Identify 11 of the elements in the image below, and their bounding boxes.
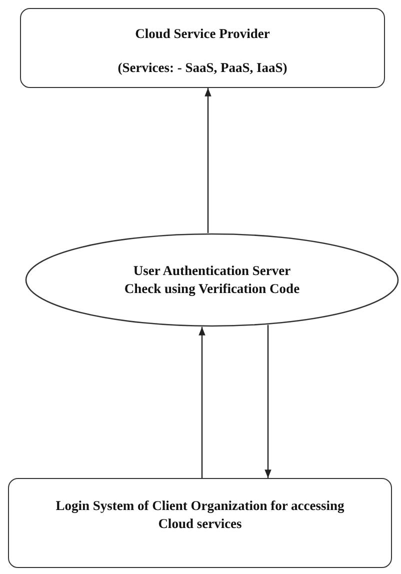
arrow <box>204 88 212 233</box>
node-label: Login System of Client Organization for accessing Cloud services <box>54 497 346 532</box>
node-label: User Authentication Server <box>133 262 291 280</box>
arrow <box>198 326 206 478</box>
process-box <box>8 478 392 568</box>
arrow <box>264 324 272 478</box>
node-label: Cloud Service Provider <box>135 25 270 43</box>
process-box <box>20 8 385 88</box>
node-label: (Services: - SaaS, PaaS, IaaS) <box>118 58 288 76</box>
node-label: Check using Verification Code <box>124 280 300 298</box>
server-ellipse <box>25 233 399 327</box>
